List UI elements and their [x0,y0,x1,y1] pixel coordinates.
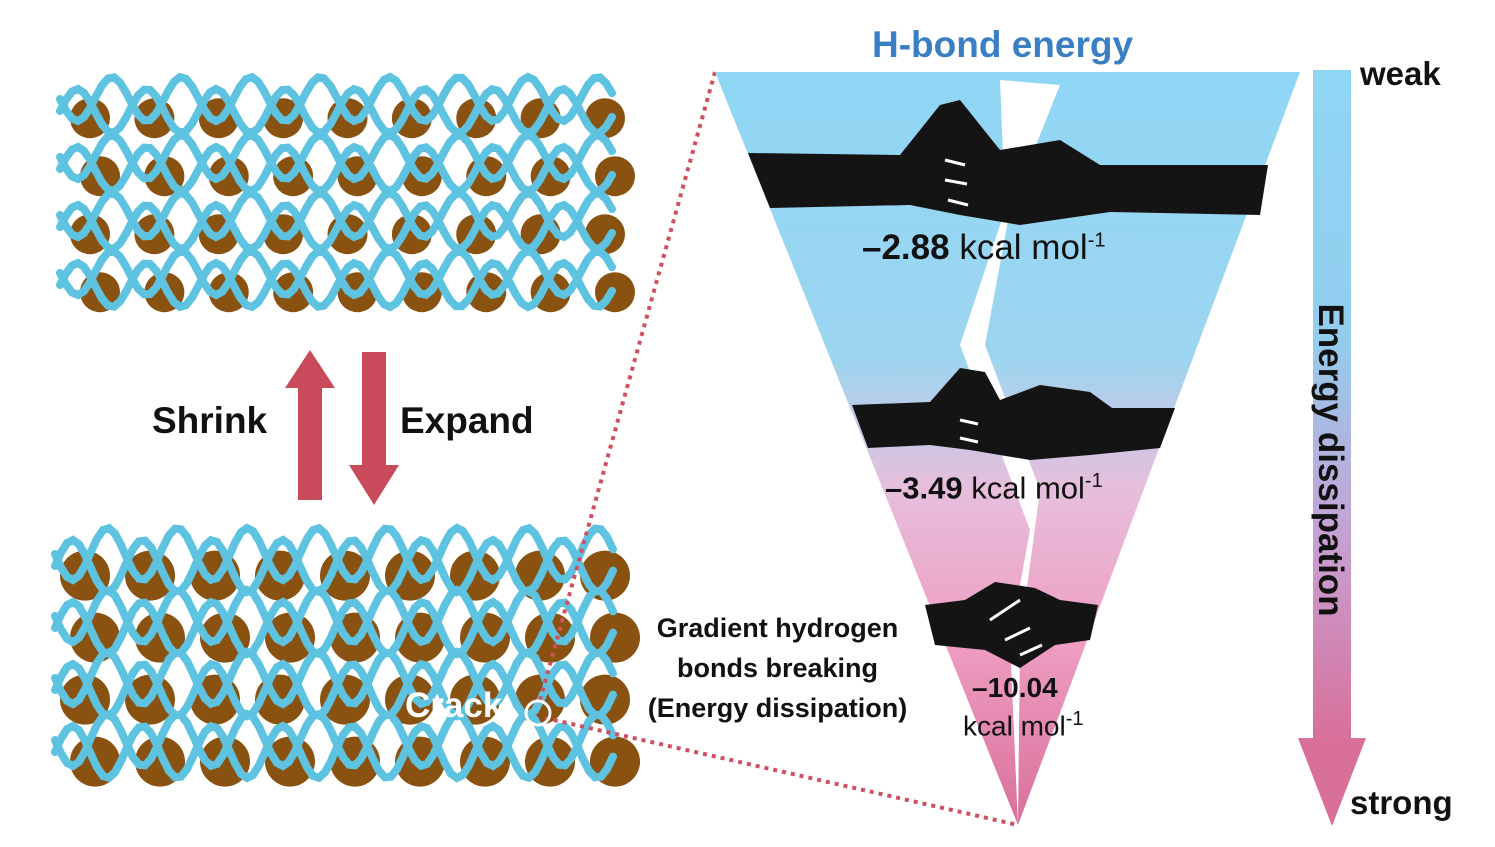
bead [391,214,432,255]
polymer-fiber [56,200,616,254]
weak-handshake-icon [748,100,1268,225]
energy-value: –2.88 [862,228,950,267]
bead [530,272,571,313]
expand-arrow [349,352,399,505]
polymer-fiber [56,130,616,184]
energy-scale-arrow [1298,70,1366,826]
polymer-fiber [51,523,617,585]
medium-handshake-icon [852,368,1175,460]
polymer-fiber [56,72,616,126]
energy-dissipation-label: Energy dissipation [1311,303,1350,617]
polymer-fiber [51,597,617,659]
lattice-expanded [56,72,635,313]
energy-value: –10.04 [972,672,1058,703]
expand-label: Expand [400,400,534,441]
energy-exp: -1 [1087,229,1106,252]
caption-line: Gradient hydrogen [656,613,899,643]
scale-weak-label: weak [1360,55,1441,92]
polymer-fiber [56,258,616,312]
zoom-line-top [538,71,717,701]
polymer-fiber [51,585,617,647]
energy-unit: kcal mol [963,710,1066,742]
energy-exp: -1 [1084,470,1103,492]
polymer-fiber [51,709,617,771]
caption-line: (Energy dissipation) [647,693,908,723]
crack-label: Crack [405,686,503,725]
shrink-arrow [285,350,335,500]
caption-line: bonds breaking [676,653,879,683]
bead [530,156,571,197]
lattice-shrunk [51,523,640,787]
scale-strong-label: strong [1350,784,1453,821]
polymer-fiber [51,721,617,783]
energy-value: –3.49 [885,470,963,506]
energy-exp: -1 [1065,708,1084,730]
polymer-fiber [51,659,617,721]
energy-strong-unit: kcal mol-1 [963,708,1084,742]
title: H-bond energy [872,24,1134,65]
energy-strong-value: –10.04 [972,672,1058,704]
energy-medium: –3.49 kcal mol-1 [885,470,1103,506]
polymer-fiber [51,535,617,597]
shrink-label: Shrink [152,400,268,441]
crack-circle [524,699,552,727]
polymer-fiber [56,246,616,300]
strong-handshake-icon [925,582,1098,668]
energy-unit: kcal mol [959,228,1088,267]
polymer-fiber [56,188,616,242]
energy-weak: –2.88 kcal mol-1 [862,228,1106,268]
polymer-fiber [51,647,617,709]
energy-unit: kcal mol [971,470,1085,506]
polymer-fiber [56,84,616,138]
bead [391,98,432,139]
polymer-fiber [56,142,616,196]
gradient-caption: Gradient hydrogen bonds breaking (Energy… [620,608,935,728]
